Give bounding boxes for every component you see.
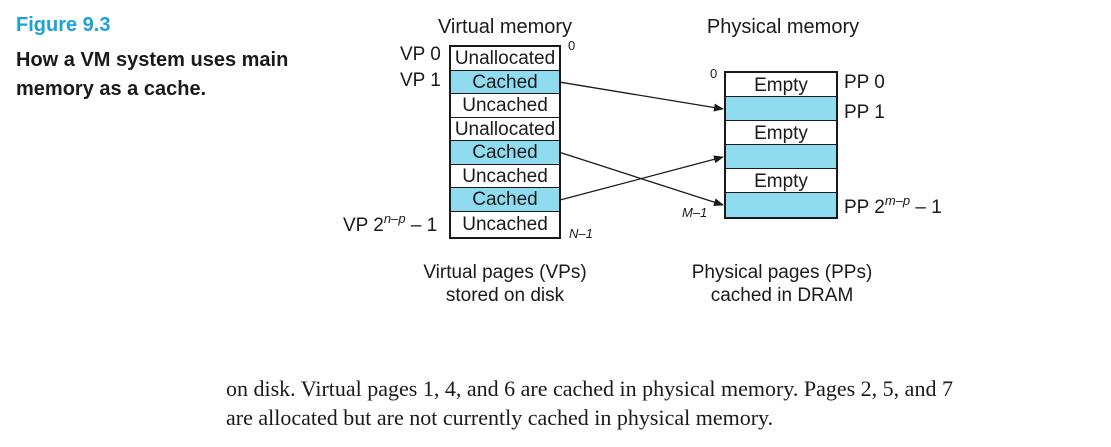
figure-label: Figure 9.3 — [16, 14, 111, 36]
virtual-page-7: Uncached — [462, 213, 548, 235]
pp1-label: PP 1 — [844, 102, 885, 123]
vp0-label: VP 0 — [400, 44, 441, 65]
mapping-arrow-vp6-pp3 — [560, 155, 724, 201]
physical-page-2: Empty — [726, 121, 836, 145]
body-paragraph: on disk. Virtual pages 1, 4, and 6 are c… — [226, 374, 1106, 432]
virtual-page-2: Uncached — [451, 94, 559, 118]
physical-footer-line1: Physical pages (PPs) — [691, 262, 873, 283]
physical-top-index: 0 — [710, 66, 718, 81]
physical-memory-title: Physical memory — [706, 16, 860, 38]
virtual-page-0: Unallocated — [451, 47, 559, 71]
virtual-footer-line2: stored on disk — [445, 285, 565, 306]
virtual-footer-line1: Virtual pages (VPs) — [423, 262, 587, 283]
virtual-bottom-index: N–1 — [569, 226, 593, 241]
physical-page-1 — [726, 97, 836, 121]
vp-last-label: VP 2n–p – 1 — [343, 211, 438, 236]
virtual-page-5: Uncached — [451, 165, 559, 188]
virtual-page-3: Unallocated — [451, 118, 559, 141]
virtual-memory-title: Virtual memory — [437, 16, 573, 38]
physical-page-5 — [726, 193, 836, 217]
virtual-page-1: Cached — [451, 70, 559, 94]
physical-page-3 — [726, 145, 836, 169]
mapping-arrow-vp1-pp1 — [560, 81, 724, 112]
physical-bottom-index: M–1 — [682, 205, 708, 220]
body-line-2: are allocated but are not currently cach… — [226, 405, 774, 430]
physical-page-0: Empty — [726, 73, 836, 97]
physical-footer-line2: cached in DRAM — [710, 285, 854, 306]
body-line-1: on disk. Virtual pages 1, 4, and 6 are c… — [226, 376, 953, 401]
virtual-page-6: Cached — [451, 188, 559, 212]
pp-last-label: PP 2m–p – 1 — [844, 193, 942, 218]
physical-page-4: Empty — [726, 169, 836, 193]
vp1-label: VP 1 — [400, 70, 441, 91]
pp0-label: PP 0 — [844, 72, 885, 93]
figure-caption: How a VM system uses main memory as a ca… — [16, 49, 289, 100]
virtual-page-4: Cached — [451, 141, 559, 165]
virtual-top-index: 0 — [568, 38, 576, 53]
